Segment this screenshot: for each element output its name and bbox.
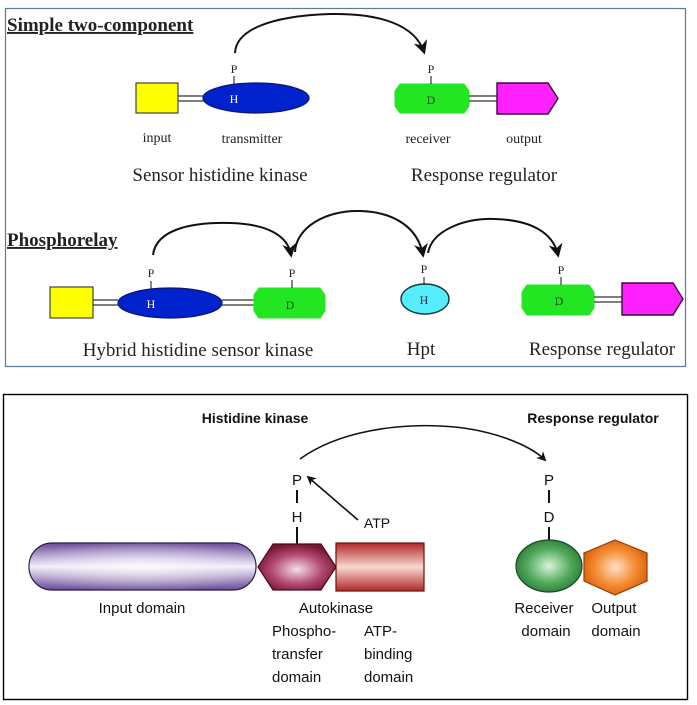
receiver-domain: [394, 83, 470, 114]
receiver-domain-label: Receiver domain: [514, 600, 577, 640]
residue-h-label: H: [147, 297, 156, 311]
atp-binding-domain-label: ATP- binding domain: [364, 623, 417, 686]
phospho-transfer-arrow-hpt-to-d: [427, 217, 563, 258]
residue-h-label: H: [420, 293, 429, 307]
response-regulator-title: Response regulator: [411, 165, 558, 186]
receiver-domain: [521, 284, 595, 316]
phospho-label: P: [558, 263, 565, 277]
label-line: Receiver: [514, 600, 573, 617]
input-label: input: [143, 131, 172, 146]
phospho-transfer-arrow-simple: [234, 12, 428, 55]
response-regulator-title: Response regulator: [529, 339, 676, 360]
transmitter-domain: [117, 287, 223, 319]
label-line: domain: [272, 669, 321, 686]
phospho-label: P: [231, 62, 238, 76]
phospho-label: P: [289, 266, 296, 280]
top-panel: Simple two-component P H input transmitt…: [4, 7, 687, 368]
label-line: binding: [364, 646, 412, 663]
phospho-label: P: [421, 262, 428, 276]
transmitter-domain: [202, 82, 310, 114]
phospho-label: P: [148, 266, 155, 280]
transmitter-label: transmitter: [222, 132, 283, 147]
hpt-domain: [400, 283, 450, 315]
residue-h-label: H: [230, 92, 239, 106]
label-line: ATP-: [364, 623, 397, 640]
phosphorelay-heading: Phosphorelay: [7, 230, 118, 251]
residue-d-label: D: [555, 294, 564, 308]
histidine-kinase-heading: Histidine kinase: [202, 410, 309, 426]
label-line: transfer: [272, 646, 323, 663]
phospho-label: P: [428, 62, 435, 76]
residue-d-label: D: [544, 509, 555, 526]
label-line: domain: [364, 669, 413, 686]
phosphotransfer-domain: [257, 543, 337, 591]
input-domain-box: [135, 82, 179, 114]
label-line: Phospho-: [272, 623, 336, 640]
output-domain-label: Output domain: [591, 600, 640, 640]
label-line: Output: [591, 600, 637, 617]
output-label: output: [506, 132, 542, 147]
phospho-transfer-arrow-h-to-d: [152, 221, 297, 258]
atp-binding-domain: [335, 542, 425, 592]
label-line: domain: [521, 623, 570, 640]
residue-d-label: D: [427, 93, 436, 107]
hybrid-histidine-sensor-kinase-title: Hybrid histidine sensor kinase: [83, 340, 314, 361]
receiver-domain: [253, 287, 326, 319]
label-line: domain: [591, 623, 640, 640]
sensor-histidine-kinase-title: Sensor histidine kinase: [132, 165, 307, 186]
output-domain: [496, 82, 559, 115]
phospho-label: P: [544, 472, 554, 489]
residue-h-label: H: [292, 509, 303, 526]
phosphotransfer-domain-label: Phospho- transfer domain: [272, 623, 340, 686]
phospho-transfer-arrow-d-to-hpt: [294, 209, 428, 258]
atp-arrow: [306, 475, 359, 521]
receiver-domain: [515, 539, 583, 593]
residue-d-label: D: [286, 298, 295, 312]
simple-two-component-heading: Simple two-component: [7, 15, 194, 36]
receiver-label: receiver: [405, 132, 450, 147]
atp-label: ATP: [364, 515, 390, 531]
input-domain-highlight: [29, 543, 256, 590]
input-domain-label: Input domain: [99, 600, 186, 617]
output-domain: [621, 282, 684, 316]
hpt-title: Hpt: [407, 339, 436, 360]
phospho-label: P: [292, 472, 302, 489]
output-domain: [583, 539, 648, 596]
phospho-transfer-arrow: [299, 424, 547, 462]
response-regulator-heading: Response regulator: [527, 410, 659, 426]
bottom-panel: Histidine kinase Response regulator ATP …: [2, 393, 689, 701]
autokinase-label: Autokinase: [299, 600, 373, 617]
input-domain-box: [49, 286, 94, 319]
